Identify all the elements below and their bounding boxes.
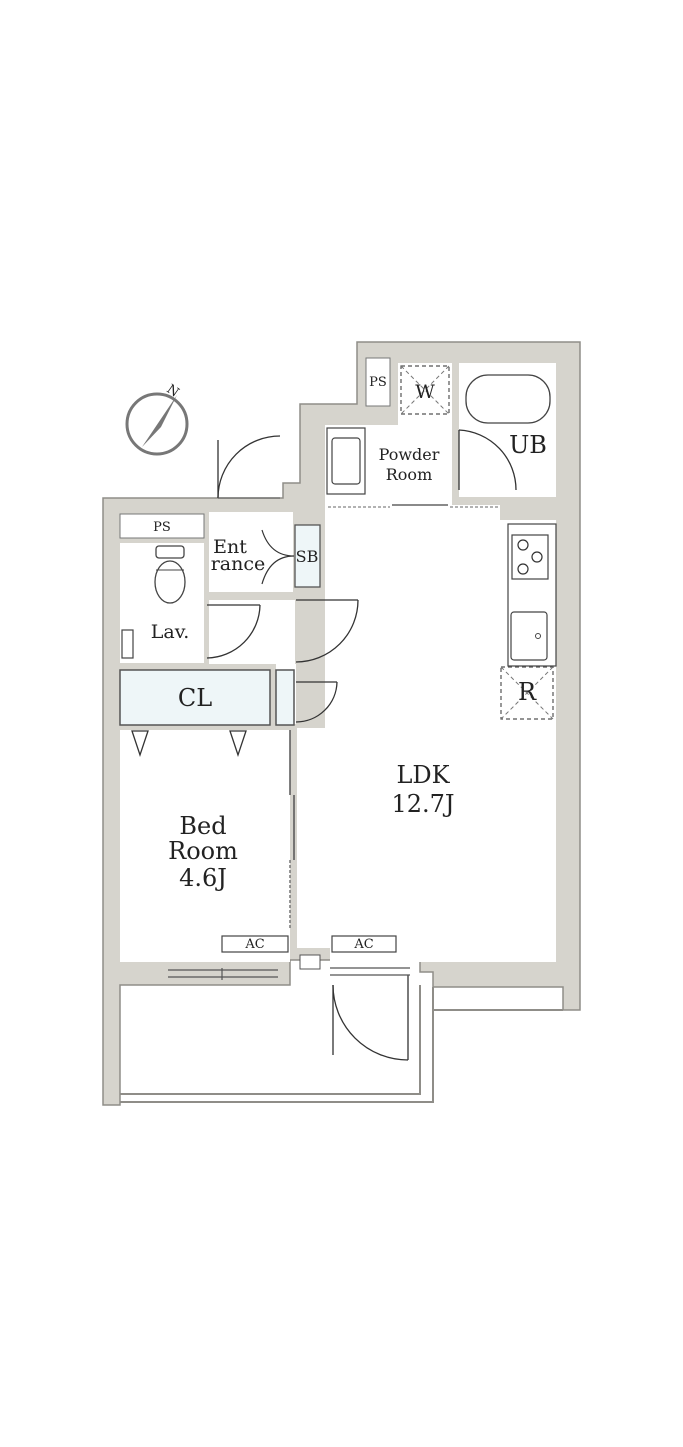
toilet-icon	[154, 560, 186, 604]
unit-bath-label: UB	[509, 431, 547, 459]
ldk-size-label: 12.7J	[391, 790, 454, 818]
pipe-space-top-label: PS	[369, 375, 387, 390]
powder-room-label-line1: Powder	[379, 445, 440, 464]
entrance: Ent rance SB	[211, 524, 321, 588]
stove-burner-icon	[511, 534, 549, 580]
closet: CL	[119, 669, 295, 758]
closet-door-marker-left[interactable]	[131, 730, 149, 758]
side-closet-door-arc	[295, 681, 338, 723]
powder-room: Powder Room W PS	[326, 365, 450, 495]
door-swing-icon[interactable]	[217, 435, 281, 499]
entrance-label-line1: Ent	[213, 536, 247, 558]
bedroom-aircon-box	[221, 935, 289, 953]
bedroom-niche	[130, 940, 190, 962]
lavatory-label: Lav.	[151, 621, 189, 643]
burner-2	[531, 551, 543, 563]
compass-north-label: N	[164, 382, 182, 401]
bedroom-aircon-label: AC	[244, 937, 264, 952]
unit-bath: UB	[465, 374, 551, 459]
balcony-outline	[120, 985, 421, 1095]
bath-door-arc	[458, 429, 517, 491]
bedroom-size-label: 4.6J	[179, 864, 227, 892]
balcony-door-arc	[332, 984, 409, 1061]
balcony-outline-inner	[120, 987, 434, 1103]
burner-1	[517, 539, 529, 551]
powder-room-label-line2: Room	[386, 465, 432, 484]
north-compass-icon: N	[125, 382, 189, 456]
ldk-floor	[297, 505, 556, 970]
interior-doors[interactable]	[206, 429, 517, 1061]
ldk: LDK 12.7J AC	[299, 504, 498, 976]
toilet-tank-icon	[155, 545, 185, 559]
bedroom: Bed Room 4.6J AC	[168, 730, 295, 980]
ldk-door-arc	[295, 599, 359, 663]
closet-box	[119, 669, 271, 726]
vanity-basin-icon	[331, 437, 361, 485]
entry-door-arc	[217, 435, 281, 499]
bathtub-icon	[465, 374, 551, 424]
closet-label: CL	[178, 684, 212, 712]
pipe-space-top-box	[365, 357, 391, 407]
washer-cross-b	[400, 365, 450, 415]
sink-icon	[121, 629, 134, 659]
shoe-box	[294, 524, 321, 588]
closet-side-box	[275, 669, 295, 726]
kitchen-sink-icon	[510, 611, 548, 661]
shoe-box-label: SB	[296, 547, 319, 566]
ldk-label: LDK	[396, 761, 450, 789]
kitchen: R	[500, 523, 557, 720]
pipe-space-left-box	[119, 513, 205, 539]
washer-cross-a	[400, 365, 450, 415]
entrance-floor	[209, 512, 293, 592]
ldk-pillar-box	[299, 954, 321, 970]
lavatory-floor	[120, 543, 204, 663]
shoe-box-door-icon[interactable]	[261, 529, 295, 585]
kitchen-sink-drain	[535, 633, 541, 639]
entrance-label-line2: rance	[211, 553, 266, 575]
washer-space-icon: W	[400, 365, 450, 415]
washer-label: W	[415, 381, 435, 403]
ldk-aircon-box	[331, 935, 397, 953]
burner-3	[517, 563, 529, 575]
refrigerator-space-icon: R	[500, 666, 554, 720]
bedroom-floor	[120, 730, 290, 962]
fridge-label: R	[518, 678, 537, 706]
bedroom-label-line1: Bed	[179, 812, 226, 840]
ldk-aircon-label: AC	[353, 937, 373, 952]
lavatory-door-arc	[206, 604, 261, 659]
lavatory: Lav.	[121, 545, 189, 659]
pipe-space-left-label: PS	[153, 520, 171, 535]
closet-door-marker-right[interactable]	[229, 730, 247, 758]
bedroom-label-line2: Room	[168, 837, 238, 865]
fridge-cross-b	[500, 666, 554, 720]
